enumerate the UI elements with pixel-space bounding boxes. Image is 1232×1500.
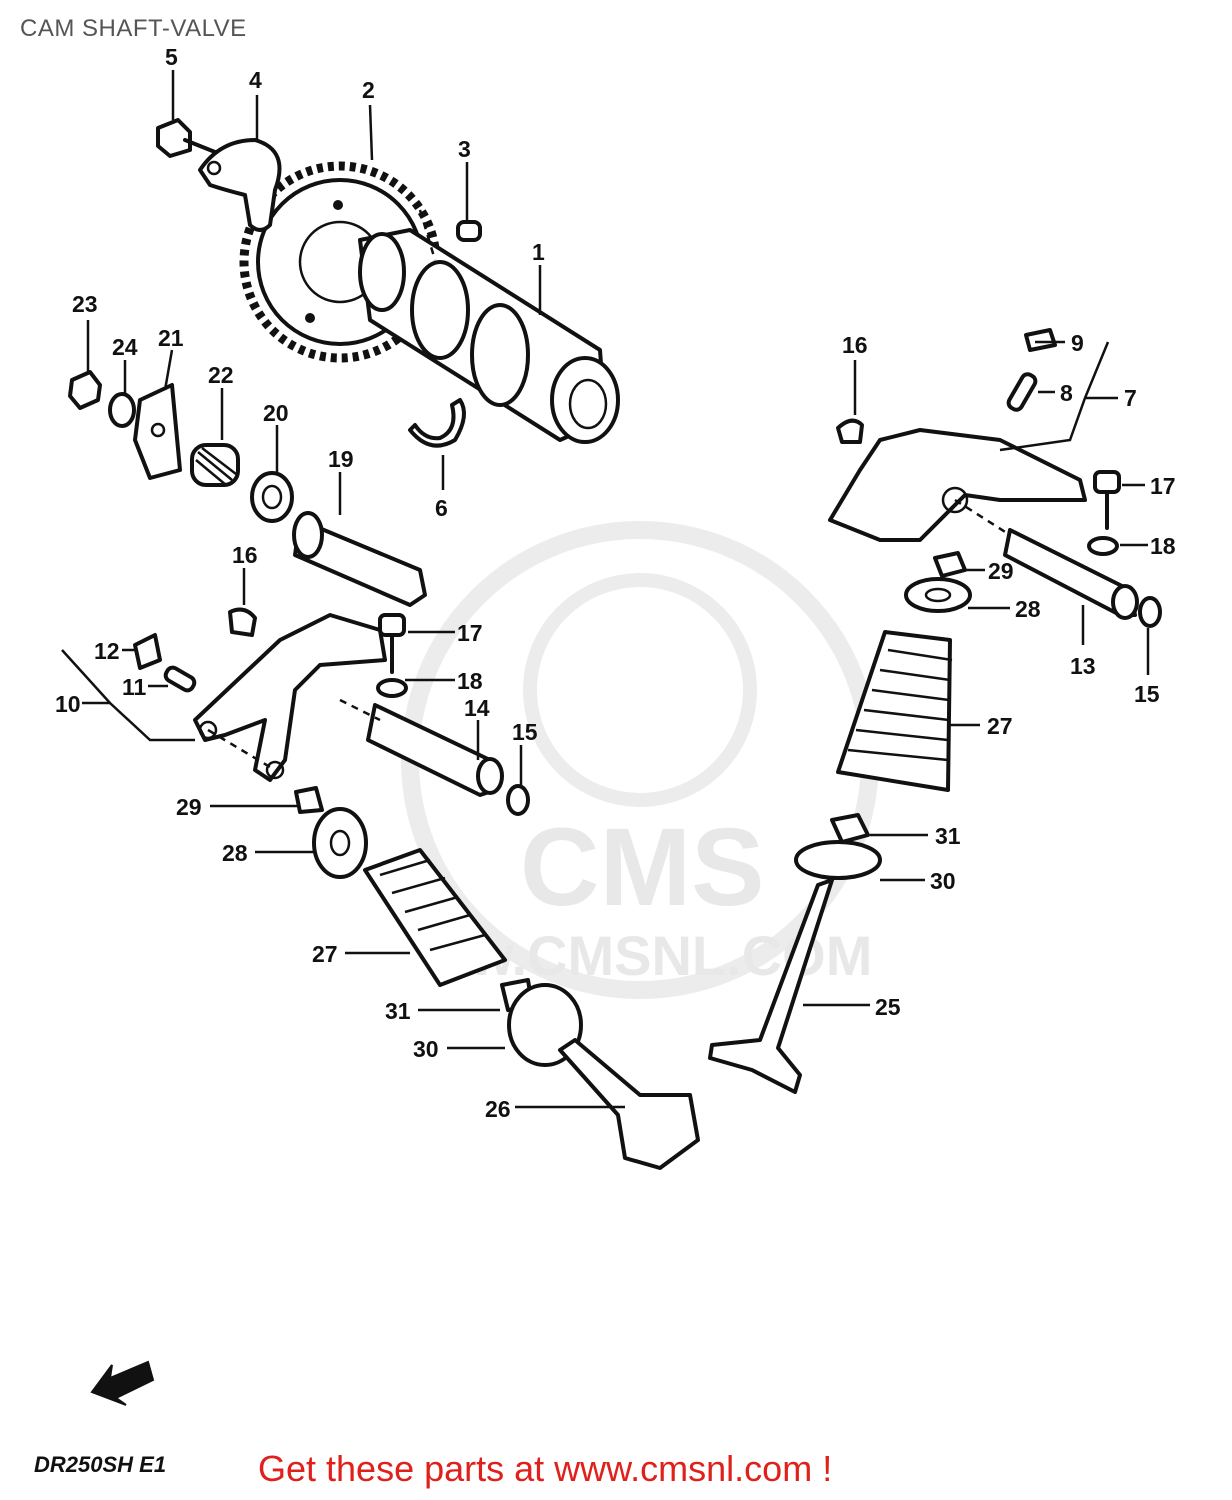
- o-ring-15-right: [1138, 596, 1162, 628]
- retainer-28-left: [312, 807, 368, 879]
- callout-28-right: 28: [1015, 596, 1041, 622]
- model-code: DR250SH E1: [34, 1452, 166, 1477]
- callout-27-left: 27: [312, 941, 338, 967]
- watermark-logo: CMS: [520, 806, 764, 929]
- assembly-line: [207, 728, 276, 772]
- seal-29-left: [294, 786, 324, 814]
- callout-20: 20: [263, 400, 289, 426]
- oil-seal-20: [250, 471, 294, 523]
- washer-18-left: [376, 678, 408, 698]
- decomp-lever: [198, 138, 282, 232]
- o-ring-15-left: [506, 784, 530, 816]
- callout-26: 26: [485, 1096, 511, 1122]
- callout-1: 1: [532, 239, 545, 265]
- valve-spring-27-left: [363, 848, 507, 987]
- callout-31-left: 31: [385, 998, 411, 1024]
- leader-lines: [61, 70, 1150, 1109]
- camshaft: [358, 228, 620, 444]
- callout-15-left: 15: [512, 719, 538, 745]
- callout-15-right: 15: [1134, 681, 1160, 707]
- callout-28-left: 28: [222, 840, 248, 866]
- valve-spring-27-right: [836, 630, 953, 792]
- callout-19: 19: [328, 446, 354, 472]
- callout-2: 2: [362, 77, 375, 103]
- callout-labels: 1 2 3 4 5 6 7 8 9 10 11 12 13 14 15 15 1…: [55, 44, 1176, 1122]
- callout-9: 9: [1071, 330, 1084, 356]
- callout-6: 6: [435, 495, 448, 521]
- callout-5: 5: [165, 44, 178, 70]
- dowel-pin: [456, 220, 482, 242]
- bolt-5: [156, 118, 217, 158]
- callout-23: 23: [72, 291, 98, 317]
- seal-29-right: [933, 551, 967, 578]
- assembly-line: [954, 498, 1011, 537]
- spacer-16-right: [836, 418, 864, 444]
- circlip: [408, 398, 466, 448]
- callout-29-left: 29: [176, 794, 202, 820]
- plate-21: [133, 383, 182, 480]
- callout-17-left: 17: [457, 620, 483, 646]
- callout-16-right: 16: [842, 332, 868, 358]
- nut-12: [133, 633, 162, 670]
- rocker-arm-left: [193, 613, 387, 782]
- callout-8: 8: [1060, 380, 1073, 406]
- retainer-30-left: [507, 983, 583, 1067]
- rocker-shaft-right: [1003, 528, 1139, 620]
- washer-24: [108, 392, 136, 428]
- callout-12: 12: [94, 638, 120, 664]
- washer-18-right: [1087, 536, 1119, 556]
- screw-8: [1006, 372, 1038, 412]
- bolt-17-left: [378, 613, 406, 674]
- callout-22: 22: [208, 362, 234, 388]
- callout-18-right: 18: [1150, 533, 1176, 559]
- spacer-16-left: [228, 607, 257, 637]
- callout-24: 24: [112, 334, 138, 360]
- callout-27-right: 27: [987, 713, 1013, 739]
- footer-promo-text: Get these parts at www.cmsnl.com !: [258, 1448, 833, 1489]
- decomp-shaft: [292, 511, 427, 607]
- retainer-28-right: [904, 577, 972, 613]
- callout-11: 11: [122, 674, 147, 700]
- spring-22: [190, 443, 240, 487]
- callout-30-left: 30: [413, 1036, 439, 1062]
- screw-11: [163, 665, 197, 693]
- bolt-17-right: [1093, 470, 1121, 530]
- rocker-arm-right: [828, 428, 1087, 542]
- callout-13: 13: [1070, 653, 1096, 679]
- callout-14: 14: [464, 695, 490, 721]
- callout-7: 7: [1124, 385, 1137, 411]
- assembly-line: [418, 209, 437, 261]
- callout-3: 3: [458, 136, 471, 162]
- callout-18-left: 18: [457, 668, 483, 694]
- intake-valve-26: [558, 1038, 700, 1170]
- callout-29-right: 29: [988, 558, 1014, 584]
- callout-17-right: 17: [1150, 473, 1176, 499]
- callout-25: 25: [875, 994, 901, 1020]
- front-direction-arrow-icon: [90, 1360, 155, 1406]
- callout-16-left: 16: [232, 542, 258, 568]
- callout-4: 4: [249, 67, 262, 93]
- callout-10: 10: [55, 691, 81, 717]
- retainer-30-right: [794, 840, 882, 880]
- cotter-31-right: [830, 813, 870, 844]
- exhaust-valve-25: [708, 878, 834, 1094]
- callout-21: 21: [158, 325, 184, 351]
- rocker-shaft-left: [366, 703, 504, 797]
- page-title: CAM SHAFT-VALVE: [20, 15, 247, 42]
- callout-31-right: 31: [935, 823, 961, 849]
- callout-30-right: 30: [930, 868, 956, 894]
- nut-9: [1024, 328, 1057, 352]
- nut-23: [68, 370, 102, 410]
